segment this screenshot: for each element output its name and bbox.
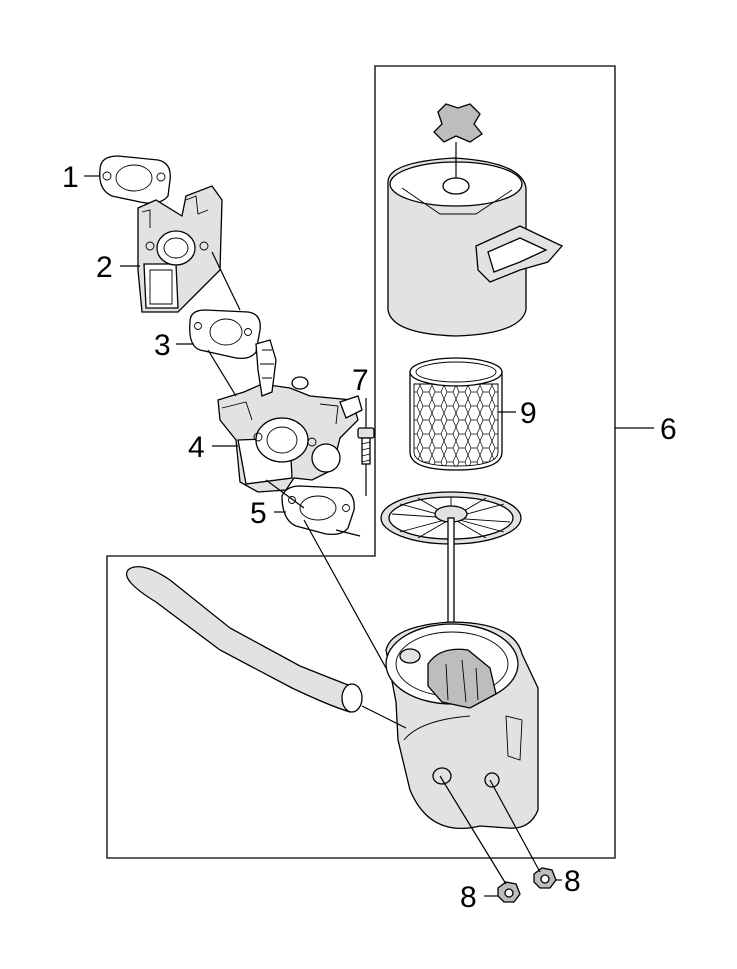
part-3-gasket <box>189 309 261 360</box>
breather-hose <box>126 566 407 729</box>
callout-4: 4 <box>188 431 205 464</box>
part-1-gasket <box>99 155 171 204</box>
callout-9: 9 <box>520 397 537 430</box>
part-4-carburetor <box>217 339 363 493</box>
filter-support-plate <box>380 491 522 659</box>
part-5-gasket <box>281 485 355 536</box>
part-8-nut-left <box>497 881 521 903</box>
air-cleaner-base <box>385 621 539 830</box>
part-7-bolt <box>357 427 375 465</box>
callout-1: 1 <box>62 161 79 194</box>
callout-6: 6 <box>660 413 677 446</box>
callout-8-left: 8 <box>460 881 477 914</box>
callout-5: 5 <box>250 497 267 530</box>
callout-8-right: 8 <box>564 865 581 898</box>
part-8-nut-right <box>533 867 557 889</box>
part-2-insulator-bracket <box>137 185 223 313</box>
leader-lines <box>84 175 654 897</box>
assembly-frame <box>106 65 616 859</box>
callout-7: 7 <box>352 364 369 397</box>
part-9-filter-element <box>409 357 503 471</box>
callout-2: 2 <box>96 251 113 284</box>
callout-3: 3 <box>154 329 171 362</box>
air-cleaner-cover <box>387 103 564 337</box>
